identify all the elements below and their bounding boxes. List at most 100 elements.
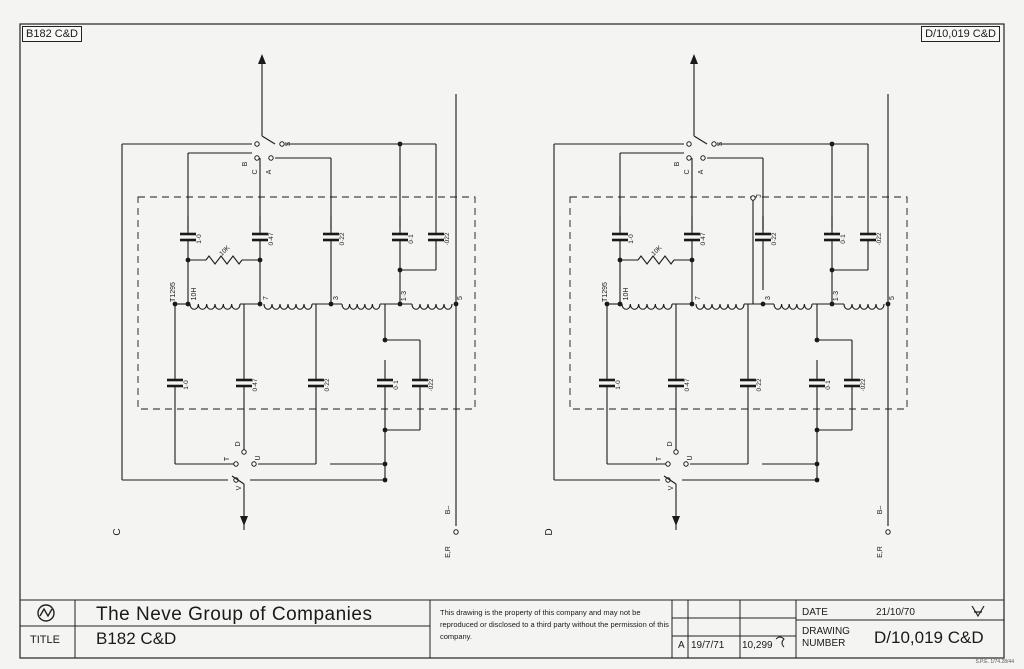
cap-lower-2-value: 0·47 — [684, 378, 691, 391]
transformer-label: T1295 — [602, 282, 609, 302]
contact-label-t: T — [224, 456, 231, 461]
tap-dot — [185, 301, 191, 307]
switch-contact-t — [233, 461, 239, 467]
contact-label-j: J — [756, 194, 763, 198]
drawing-number-label: DRAWING NUMBER — [802, 626, 850, 649]
contact-label-d: D — [667, 441, 674, 446]
switch-contact-b — [686, 141, 692, 147]
switch-contact-c — [686, 155, 692, 161]
terminal-label-bminus: B– — [445, 506, 452, 515]
contact-label-a: A — [698, 169, 705, 174]
tap-label-3: 3 — [333, 296, 340, 300]
tap-label-7: 7 — [263, 296, 270, 300]
resistor-10k — [637, 255, 675, 265]
cap-upper-1-value: 1·0 — [196, 234, 203, 244]
transformer-label: T1295 — [170, 282, 177, 302]
property-notice: This drawing is the property of this com… — [440, 608, 669, 641]
switch-contact-s — [711, 141, 717, 147]
sheet-border — [19, 23, 1005, 659]
input-arrow-icon — [690, 54, 698, 64]
contact-label-c: C — [684, 169, 691, 174]
tap-dot — [617, 301, 623, 307]
terminal-label-bminus: B– — [877, 506, 884, 515]
switch-contact-t — [665, 461, 671, 467]
initials-mark — [971, 605, 985, 618]
junction-dot — [814, 427, 820, 433]
drawing-title: B182 C&D — [96, 629, 177, 648]
tap-label-3: 3 — [765, 296, 772, 300]
contact-label-t: T — [656, 456, 663, 461]
terminal-er — [453, 529, 459, 535]
switch-contact-d — [241, 449, 247, 455]
winding-1 — [189, 303, 241, 310]
contact-label-u: U — [255, 455, 262, 460]
switch-arm — [693, 135, 708, 145]
winding-2 — [695, 303, 745, 310]
tap-dot — [397, 301, 403, 307]
cap-upper-4-value: 0·1 — [840, 234, 847, 244]
switch-contact-d — [673, 449, 679, 455]
revision-date: 19/7/71 — [691, 640, 725, 651]
date-label: DATE — [802, 607, 828, 618]
title-block-grid — [20, 599, 1004, 658]
cap-lower-4-value: 0·1 — [393, 380, 400, 390]
winding-3 — [341, 303, 381, 310]
junction-dot — [814, 337, 820, 343]
contact-label-b: B — [674, 161, 681, 166]
cap-upper-2-value: 0·47 — [268, 232, 275, 245]
resistor-10k-value: 10K — [650, 244, 664, 258]
tap-label-1-3: 1·3 — [401, 291, 408, 301]
contact-label-v: V — [236, 485, 243, 490]
switch-contact-u — [251, 461, 257, 467]
cap-upper-5-value: ·022 — [876, 232, 883, 245]
sheet-tag-left: B182 C&D — [22, 26, 82, 42]
cap-lower-5-value: ·022 — [428, 378, 435, 391]
input-arrow-icon — [258, 54, 266, 64]
cap-upper-5-value: ·022 — [444, 232, 451, 245]
shield-enclosure — [569, 196, 908, 410]
revision-letter: A — [678, 640, 685, 651]
switch-contact-u — [683, 461, 689, 467]
resistor-10k — [205, 255, 243, 265]
contact-label-a: A — [266, 169, 273, 174]
terminal-er — [885, 529, 891, 535]
tap-label-5: 5 — [457, 296, 464, 300]
title-label: TITLE — [30, 634, 60, 646]
switch-arm-bottom — [231, 475, 245, 485]
switch-arm — [261, 135, 276, 145]
switch-contact-s — [279, 141, 285, 147]
tap-label-7: 7 — [695, 296, 702, 300]
sheet-tag-right: D/10,019 C&D — [921, 26, 1000, 42]
switch-contact-b — [254, 141, 260, 147]
tap-label-10h: 10H — [623, 288, 630, 301]
cap-upper-3-value: 0·22 — [771, 232, 778, 245]
terminal-label-er: E,R — [445, 546, 452, 558]
cap-lower-4-value: 0·1 — [825, 380, 832, 390]
tap-label-1-3: 1·3 — [833, 291, 840, 301]
revision-number: 10,299 — [742, 640, 773, 651]
winding-3 — [773, 303, 813, 310]
switch-arm-bottom — [663, 475, 677, 485]
cap-upper-1-value: 1·0 — [628, 234, 635, 244]
resistor-10k-value: 10K — [218, 244, 232, 258]
date-value: 21/10/70 — [876, 607, 915, 618]
neve-logo-icon — [37, 604, 55, 622]
winding-4 — [411, 303, 453, 310]
junction-dot — [382, 337, 388, 343]
winding-2 — [263, 303, 313, 310]
contact-label-u: U — [687, 455, 694, 460]
cap-lower-1-value: 1·0 — [183, 380, 190, 390]
winding-1 — [621, 303, 673, 310]
contact-label-b: B — [242, 161, 249, 166]
circuit-id-label: D — [544, 528, 555, 535]
cap-upper-4-value: 0·1 — [408, 234, 415, 244]
terminal-label-er: E,R — [877, 546, 884, 558]
cap-lower-3-value: 0·22 — [756, 378, 763, 391]
tap-dot — [328, 301, 334, 307]
tap-dot — [689, 301, 695, 307]
company-name: The Neve Group of Companies — [96, 604, 373, 625]
